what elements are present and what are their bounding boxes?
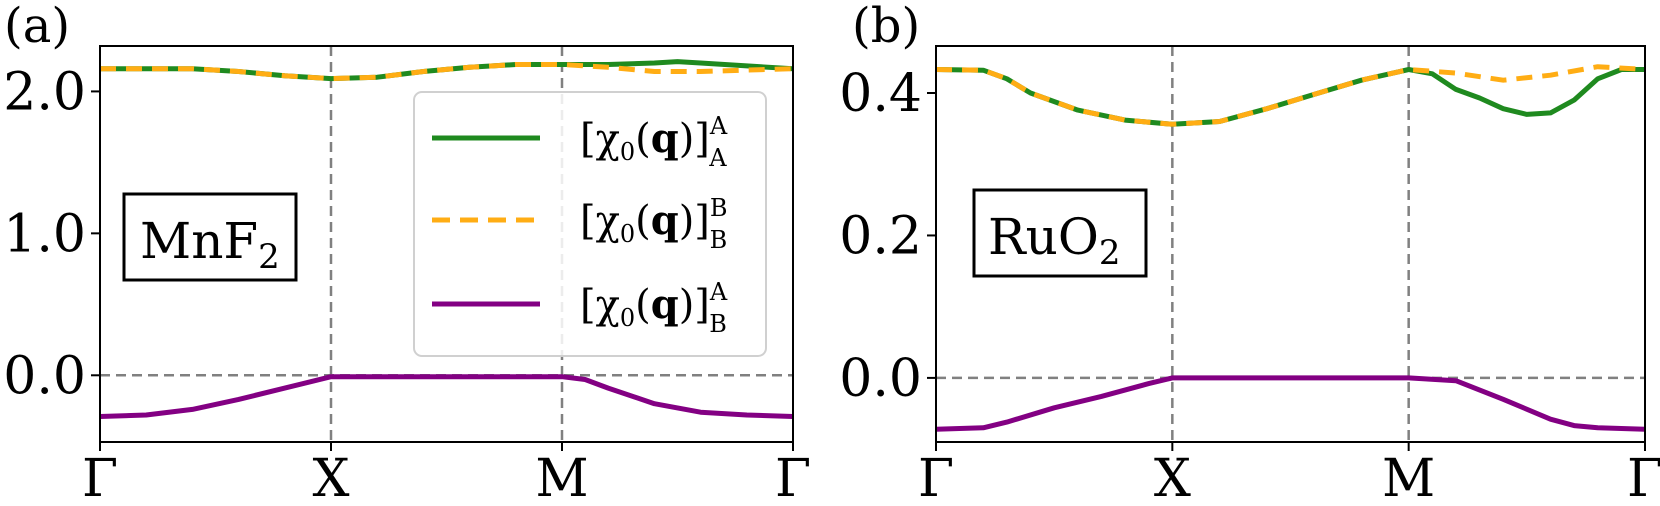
panel-b-axes-frame: [935, 45, 1646, 443]
panel-a-series-orange-dashed: [100, 62, 793, 82]
panel-b-series-green-solid: [936, 67, 1645, 127]
panel-b-xtick-label-0: Γ: [918, 449, 954, 506]
panel-a-ytick-label-2: 2.0: [3, 62, 86, 122]
panel-a-xtick-label-1: X: [312, 449, 349, 506]
panel-b-ytick-label-2: 0.4: [839, 64, 922, 124]
panel-a-ytick-label-0: 0.0: [3, 346, 86, 406]
panel-a-label: (a): [4, 0, 70, 54]
panel-b-plot-area: Γ X M Γ 0.0 0.2 0.4: [839, 45, 1660, 506]
panel-a-axes-frame: [99, 45, 794, 443]
material-label-a: MnF2: [140, 212, 280, 277]
material-box-a: [122, 192, 298, 282]
material-box-b: [972, 188, 1148, 278]
panel-a-xtick-label-2: M: [535, 449, 588, 506]
panel-a-series-purple-solid: [100, 374, 793, 419]
material-label-box-b: RuO2: [972, 188, 1148, 278]
panel-a-plot-area: Γ X M Γ 0.0 1.0 2.0: [3, 45, 811, 506]
panel-b: (b) Γ X M Γ 0.0 0.2 0.4 RuO2: [839, 0, 1660, 506]
panel-b-xtick-label-3: Γ: [1627, 449, 1660, 506]
panel-a-xtick-label-0: Γ: [82, 449, 118, 506]
panel-a-xtick-label-3: Γ: [775, 449, 811, 506]
panel-a-ytick-label-1: 1.0: [3, 204, 86, 264]
material-label-box-a: MnF2: [122, 192, 298, 282]
panel-b-label: (b): [852, 0, 920, 54]
panel-b-ytick-label-0: 0.0: [839, 349, 922, 409]
panel-b-xtick-label-2: M: [1382, 449, 1435, 506]
panel-b-ytick-label-1: 0.2: [839, 206, 922, 266]
legend-box: [413, 91, 767, 357]
material-label-b: RuO2: [988, 208, 1120, 273]
panel-b-series-purple-solid: [936, 375, 1645, 432]
panel-b-series-orange-dashed: [936, 64, 1645, 127]
panel-b-xtick-label-1: X: [1154, 449, 1191, 506]
